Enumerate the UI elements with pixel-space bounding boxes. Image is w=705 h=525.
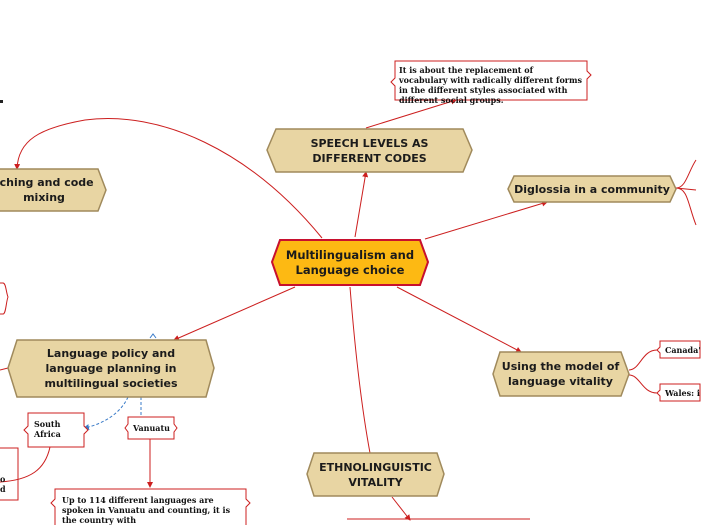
connector-speech-note	[365, 98, 457, 129]
topic-speech-levels[interactable]: SPEECH LEVELS AS DIFFERENT CODES	[282, 129, 457, 172]
topic-code-switching-label: tching and code mixing	[0, 176, 94, 204]
central-node[interactable]: Multilingualism and Language choice	[280, 240, 420, 285]
vanuatu-box	[124, 416, 178, 440]
left-edge-dot	[0, 100, 3, 103]
note-wales-text: Wales: i	[665, 388, 700, 398]
language-policy-shape	[7, 339, 215, 398]
topic-ethnolinguistic-label: ETHNOLINGUISTIC VITALITY	[319, 460, 432, 489]
bracket-left-top	[0, 282, 9, 315]
south-africa-box	[23, 412, 89, 448]
topic-vitality-model[interactable]: Using the model of language vitality	[500, 352, 621, 396]
bracket-left-bottom	[0, 447, 19, 501]
connector-wales	[628, 374, 658, 394]
wales-box	[656, 383, 701, 402]
note-wales[interactable]: Wales: i	[665, 388, 705, 398]
connector-ethnolinguistic	[349, 286, 371, 454]
note-speech-levels[interactable]: It is about the replacement of vocabular…	[399, 65, 583, 105]
code-switching-shape	[0, 168, 107, 212]
topic-language-policy-label: Language policy and language planning in…	[44, 347, 178, 390]
speech-levels-shape	[266, 128, 473, 173]
connector-canada	[628, 349, 658, 371]
canada-box	[656, 340, 701, 359]
connector-south-africa-left	[0, 446, 51, 483]
note-left-partial-bottom: d	[0, 484, 6, 494]
connector-layer	[0, 60, 701, 525]
note-speech-levels-text: It is about the replacement of vocabular…	[399, 65, 582, 105]
topic-diglossia-label: Diglossia in a community	[514, 182, 670, 196]
topic-ethnolinguistic[interactable]: ETHNOLINGUISTIC VITALITY	[314, 453, 437, 496]
central-node-label: Multilingualism and Language choice	[285, 247, 415, 277]
bracket-diglossia	[675, 159, 697, 226]
note-left-partial-bottom-text: d	[0, 484, 6, 494]
connector-south-africa	[83, 396, 129, 431]
note-left-partial-top: o	[0, 474, 6, 484]
connector-code-switching	[14, 118, 323, 239]
note-vanuatu-detail[interactable]: Up to 114 different languages are spoken…	[62, 495, 242, 525]
connector-ethnolinguistic-down	[391, 496, 411, 521]
topic-diglossia[interactable]: Diglossia in a community	[514, 176, 670, 202]
note-vanuatu-text: Vanuatu	[133, 423, 170, 433]
vitality-model-shape	[492, 351, 630, 397]
connector-language-policy	[173, 286, 296, 341]
connector-left-policy	[0, 367, 9, 371]
note-canada[interactable]: Canada'	[665, 345, 705, 355]
connector-vitality-model	[396, 286, 522, 353]
note-south-africa-text: South Africa	[34, 419, 61, 439]
topic-vitality-model-label: Using the model of language vitality	[501, 360, 620, 388]
note-canada-text: Canada'	[665, 345, 701, 355]
connector-speech-levels	[354, 171, 369, 238]
note-left-partial-top-text: o	[0, 474, 6, 484]
topic-language-policy[interactable]: Language policy and language planning in…	[20, 340, 202, 397]
topic-code-switching[interactable]: tching and code mixing	[0, 169, 98, 211]
note-south-africa[interactable]: South Africa	[34, 419, 80, 439]
topic-speech-levels-label: SPEECH LEVELS AS DIFFERENT CODES	[310, 136, 429, 165]
ethnolinguistic-shape	[306, 452, 445, 497]
speech-note-box	[390, 60, 592, 101]
vanuatu-note-box	[50, 488, 251, 525]
diglossia-shape	[507, 175, 677, 203]
note-vanuatu-detail-text: Up to 114 different languages are spoken…	[62, 495, 231, 525]
marker-blue-small	[149, 333, 157, 339]
central-node-shape	[270, 239, 430, 286]
note-vanuatu[interactable]: Vanuatu	[133, 423, 173, 433]
connector-diglossia	[424, 200, 548, 240]
